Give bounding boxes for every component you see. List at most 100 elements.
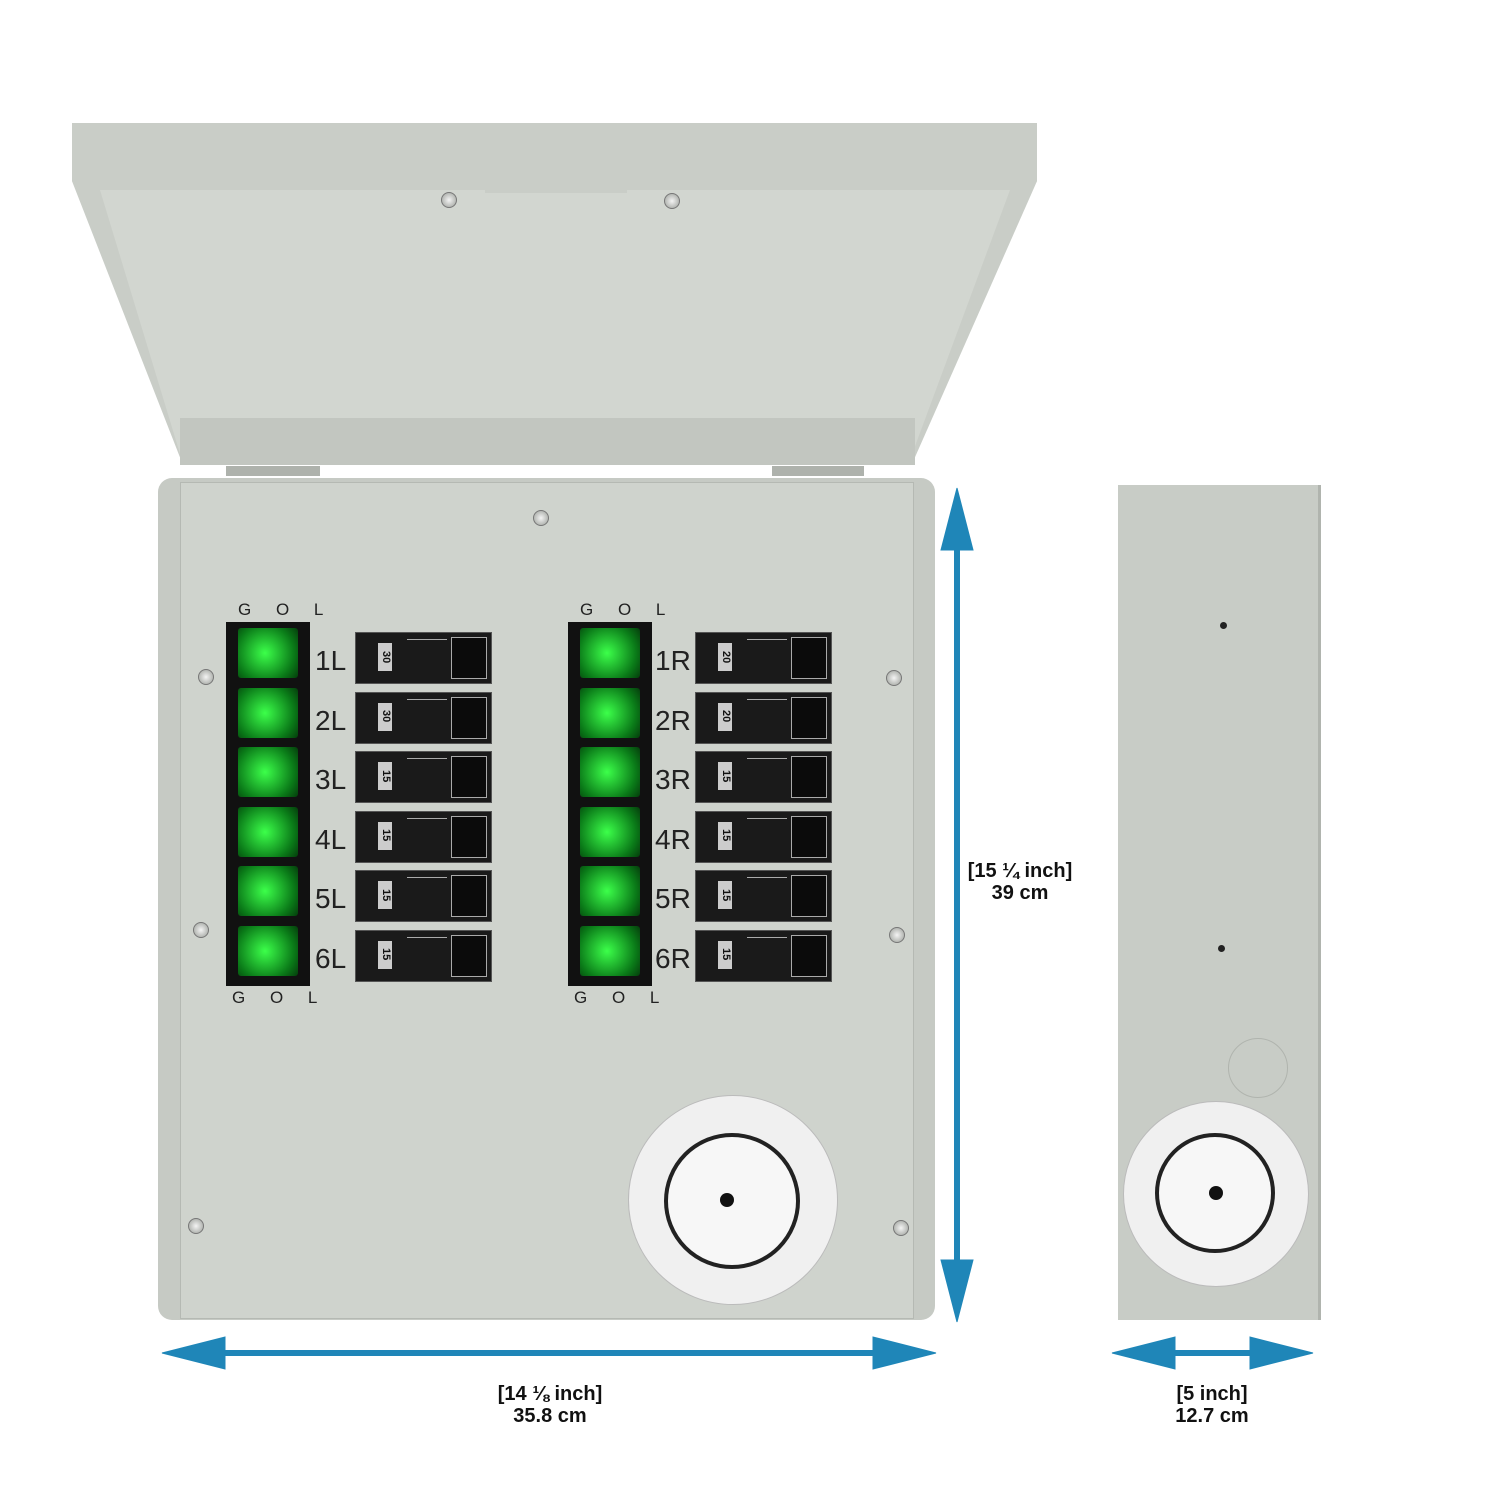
circuit-label: 1L	[315, 645, 347, 676]
transfer-switch-5L[interactable]	[238, 866, 298, 916]
transfer-switch-3R[interactable]	[580, 747, 640, 797]
breaker-2L: 30	[355, 691, 492, 744]
transfer-switch-3L[interactable]	[238, 747, 298, 797]
breaker-3R: 15	[695, 751, 832, 803]
breaker-label	[407, 758, 447, 775]
circuit-label: 1R	[655, 645, 691, 676]
circuit-label: 5L	[315, 883, 347, 914]
breaker-label	[407, 817, 447, 835]
height-dimension: [15 ¼ inch]39 cm	[967, 860, 1073, 904]
screw	[441, 192, 457, 208]
breaker-label	[747, 817, 787, 835]
mount-hole	[1220, 622, 1227, 629]
transfer-switch-4R[interactable]	[580, 806, 640, 857]
transfer-switch-2R[interactable]	[580, 687, 640, 738]
breaker-rating: 15	[378, 762, 392, 790]
breaker-rating: 30	[378, 702, 392, 731]
breaker-1R: 20	[695, 632, 832, 684]
circuit-label: 6L	[315, 942, 347, 974]
switch-position-header: G O L	[580, 600, 676, 619]
breaker-4R: 15	[695, 810, 832, 863]
breaker-label	[407, 639, 447, 656]
arrow-head	[872, 1336, 937, 1370]
circuit-label: 5R	[655, 883, 691, 914]
transfer-switch-5R[interactable]	[580, 866, 640, 916]
screw	[664, 193, 680, 209]
breaker-label	[747, 639, 787, 656]
breaker-label	[407, 698, 447, 716]
switch-position-footer: G O L	[574, 988, 670, 1007]
breaker-rating: 15	[718, 881, 732, 909]
switch-column	[568, 622, 652, 986]
lid-edge	[180, 418, 915, 465]
arrow-head	[1249, 1336, 1314, 1370]
switch-position-header: G O L	[238, 600, 334, 619]
transfer-switch-6R[interactable]	[580, 925, 640, 976]
breaker-label	[747, 936, 787, 954]
breaker-4L: 15	[355, 810, 492, 863]
breaker-rating: 15	[718, 762, 732, 790]
screw	[886, 670, 902, 686]
breaker-label	[451, 756, 487, 798]
transfer-switch-1R[interactable]	[580, 628, 640, 678]
circuit-label: 3R	[655, 764, 691, 795]
breaker-5L: 15	[355, 870, 492, 922]
inlet-pin	[720, 1193, 734, 1207]
breaker-label	[407, 877, 447, 894]
arrow-head	[940, 1259, 974, 1323]
breaker-rating: 15	[718, 940, 732, 969]
breaker-rating: 20	[718, 702, 732, 731]
breaker-label	[451, 815, 487, 858]
breaker-5R: 15	[695, 870, 832, 922]
arrow-head	[1111, 1336, 1176, 1370]
breaker-label	[791, 875, 827, 917]
arrow-head	[161, 1336, 226, 1370]
circuit-label: 2R	[655, 704, 691, 736]
circuit-label: 3L	[315, 764, 347, 795]
breaker-label	[747, 758, 787, 775]
mount-hole	[1218, 945, 1225, 952]
circuit-label: 2L	[315, 704, 347, 736]
screw	[533, 510, 549, 526]
breaker-1L: 30	[355, 632, 492, 684]
breaker-label	[407, 936, 447, 954]
lid-tab	[485, 158, 627, 193]
arrow-head	[940, 487, 974, 551]
breaker-label	[451, 934, 487, 977]
circuit-label: 4L	[315, 823, 347, 855]
breaker-label	[451, 696, 487, 739]
lid-interior	[100, 190, 1010, 460]
breaker-label	[747, 698, 787, 716]
breaker-rating: 15	[718, 821, 732, 850]
breaker-6L: 15	[355, 929, 492, 982]
breaker-label	[791, 815, 827, 858]
breaker-label	[791, 637, 827, 679]
screw	[893, 1220, 909, 1236]
breaker-3L: 15	[355, 751, 492, 803]
breaker-rating: 15	[378, 881, 392, 909]
breaker-label	[791, 696, 827, 739]
width-dimension: [14 ⅛ inch]35.8 cm	[497, 1383, 603, 1427]
transfer-switch-2L[interactable]	[238, 687, 298, 738]
screw	[188, 1218, 204, 1234]
breaker-rating: 15	[378, 940, 392, 969]
hinge	[226, 466, 320, 476]
hinge	[772, 466, 864, 476]
breaker-rating: 30	[378, 643, 392, 671]
breaker-label	[451, 875, 487, 917]
circuit-label: 4R	[655, 823, 691, 855]
breaker-rating: 15	[378, 821, 392, 850]
breaker-label	[791, 934, 827, 977]
transfer-switch-1L[interactable]	[238, 628, 298, 678]
transfer-switch-4L[interactable]	[238, 806, 298, 857]
breaker-rating: 20	[718, 643, 732, 671]
breaker-label	[451, 637, 487, 679]
transfer-switch-6L[interactable]	[238, 925, 298, 976]
screw	[193, 922, 209, 938]
screw	[198, 669, 214, 685]
screw	[889, 927, 905, 943]
breaker-label	[791, 756, 827, 798]
knockout	[1228, 1038, 1288, 1098]
